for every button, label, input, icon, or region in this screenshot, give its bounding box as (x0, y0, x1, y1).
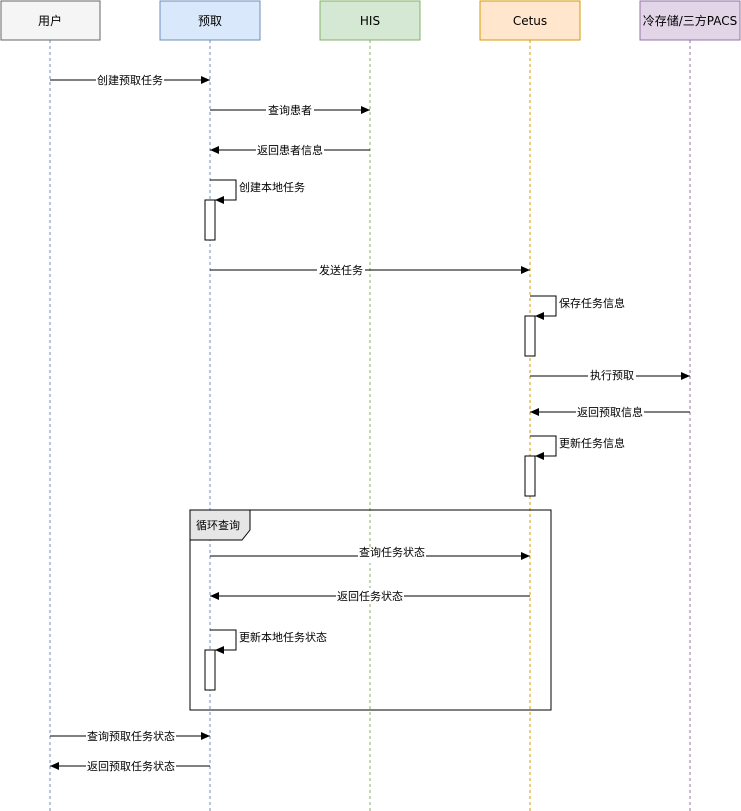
message-13: 查询预取任务状态 (50, 728, 210, 743)
message-12-label: 更新本地任务状态 (239, 630, 327, 644)
message-1: 创建预取任务 (50, 72, 210, 87)
message-10-label: 查询任务状态 (359, 545, 425, 559)
message-5: 发送任务 (210, 262, 530, 277)
message-12-self: 更新本地任务状态 (210, 629, 327, 654)
message-11-label: 返回任务状态 (337, 589, 403, 603)
participant-his: HIS (319, 0, 421, 41)
message-4-label: 创建本地任务 (239, 180, 305, 194)
message-3: 返回患者信息 (210, 142, 370, 157)
activation-cetus-1 (524, 315, 536, 357)
message-1-label: 创建预取任务 (97, 73, 163, 87)
message-7-label: 执行预取 (590, 368, 634, 382)
participant-cetus-label: Cetus (513, 14, 547, 28)
message-5-label: 发送任务 (319, 263, 363, 277)
activation-prefetch-1 (204, 199, 216, 241)
participant-user: 用户 (0, 0, 101, 41)
participant-pacs: 冷存储/三方PACS (639, 0, 741, 41)
message-6-label: 保存任务信息 (559, 296, 625, 310)
participant-user-label: 用户 (38, 13, 62, 28)
message-8-label: 返回预取信息 (577, 405, 643, 419)
message-14: 返回预取任务状态 (50, 758, 210, 773)
message-14-label: 返回预取任务状态 (87, 759, 175, 773)
message-8: 返回预取信息 (530, 404, 690, 419)
participant-pacs-label: 冷存储/三方PACS (643, 13, 738, 28)
participant-cetus: Cetus (479, 0, 581, 41)
message-6-self: 保存任务信息 (530, 295, 625, 320)
message-9-label: 更新任务信息 (559, 436, 625, 450)
activation-prefetch-2 (204, 649, 216, 691)
participant-prefetch-label: 预取 (198, 14, 222, 28)
message-3-label: 返回患者信息 (257, 143, 323, 157)
participant-prefetch: 预取 (159, 0, 261, 41)
message-2: 查询患者 (210, 102, 370, 117)
message-13-label: 查询预取任务状态 (87, 729, 175, 743)
loop-frame: 循环查询 (189, 509, 552, 711)
message-10: 查询任务状态 (210, 545, 530, 563)
participant-his-label: HIS (360, 14, 380, 28)
loop-frame-label: 循环查询 (196, 518, 240, 532)
message-7: 执行预取 (530, 368, 690, 383)
message-11: 返回任务状态 (210, 588, 530, 603)
message-4-self: 创建本地任务 (210, 179, 305, 204)
message-2-label: 查询患者 (268, 103, 312, 117)
message-9-self: 更新任务信息 (530, 435, 625, 460)
activation-cetus-2 (524, 455, 536, 497)
